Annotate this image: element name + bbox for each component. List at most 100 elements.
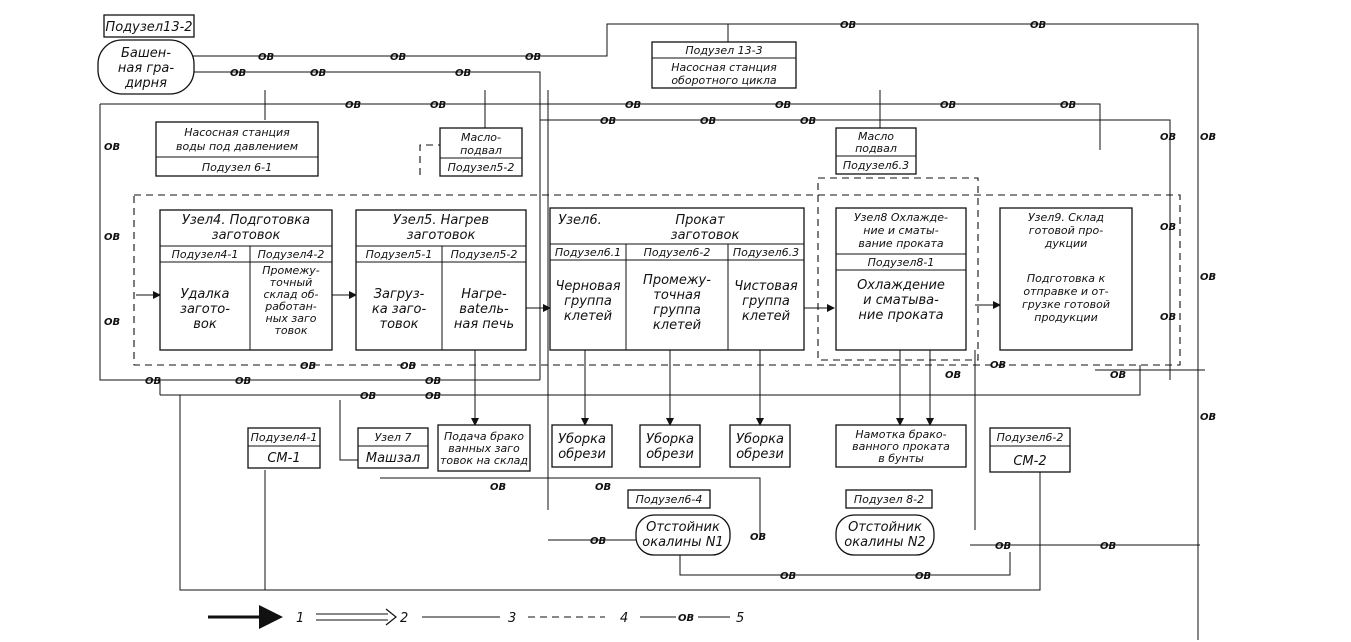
ov-label: ОВ (1100, 541, 1116, 552)
settler1-line-1: Отстойник (646, 520, 720, 535)
ov-labels: ОВ ОВ ОВ ОВ ОВ ОВ ОВ ОВ ОВ ОВ ОВ ОВ ОВ О… (104, 20, 1216, 582)
p8-1-body-3: ние проката (858, 308, 943, 323)
scrap1-box (551, 424, 613, 468)
ov-label: ОВ (1200, 132, 1216, 143)
uzel9-title-1: Узел9. Склад (1028, 211, 1104, 224)
settler1-line-2: окалины N1 (642, 535, 723, 550)
ov-label: ОВ (345, 100, 361, 111)
ov-label: ОВ (360, 391, 376, 402)
pump-pressure-line-1: Насосная станция (184, 126, 290, 139)
ov-line-bottom1 (160, 365, 1141, 396)
uzel9-body-3: грузке готовой (1022, 298, 1110, 311)
dashed-uzel8 (817, 177, 979, 361)
p6-2-label: Подузел6-2 (644, 246, 711, 259)
p5-2-body-2: вatель- (459, 302, 509, 317)
oil2-podusel: Подузел6.3 (843, 159, 909, 172)
podusel6-1-label: Подузел 6-1 (202, 161, 272, 174)
p8-1-label: Подузел8-1 (868, 256, 935, 269)
p4-1-body-3: вок (193, 317, 217, 332)
ov-label: ОВ (525, 52, 541, 63)
pump-circ-box (651, 41, 797, 89)
p4-1-body-2: загото- (180, 302, 230, 317)
ov-label: ОВ (300, 361, 316, 372)
sm2-label: СМ-2 (1013, 454, 1046, 469)
ov-line-mid-top (100, 103, 1101, 150)
winding-line-2: ванного проката (852, 440, 950, 453)
legend-item-2: 2 (400, 611, 408, 626)
uzel6-title-2: Прокат (675, 213, 725, 228)
oil1-line-2: подвал (460, 144, 502, 157)
uzel8-title-3: вание проката (858, 237, 944, 250)
legend-item-3: 3 (508, 611, 516, 626)
uzel8-box (835, 207, 967, 351)
winding-line-3: в бунты (878, 452, 924, 465)
uzel9-box (999, 207, 1133, 351)
p6-1-body-2: группа (564, 294, 612, 309)
ov-label: ОВ (600, 116, 616, 127)
ov-label: ОВ (1200, 412, 1216, 423)
p6-3-body-1: Чистовая (734, 279, 798, 294)
scrap1-line-1: Уборка (558, 432, 606, 447)
uzel4-title-1: Узел4. Подготовка (182, 213, 310, 228)
tower-line-3: дирня (124, 76, 167, 91)
ov-label: ОВ (1030, 20, 1046, 31)
uzel6-title-3: заготовок (671, 228, 740, 243)
podusel13-2-label: Подузел13-2 (105, 20, 192, 35)
ov-label: ОВ (945, 370, 961, 381)
reject-feed-2: ванных заго (448, 442, 520, 455)
reject-feed-3: товок на склад (440, 454, 528, 467)
ov-label: ОВ (425, 391, 441, 402)
ov-line-machine (380, 477, 761, 540)
legend-ov-label: ОВ (678, 613, 694, 624)
uzel4-box (159, 209, 333, 351)
ov-label: ОВ (595, 482, 611, 493)
tower-line-2: ная гра- (118, 61, 174, 76)
legend-item-5: 5 (736, 611, 744, 626)
uzel9-body-4: продукции (1034, 311, 1097, 324)
podusel13-2-box (103, 14, 195, 38)
ov-label: ОВ (780, 571, 796, 582)
scrap3-line-2: обрези (736, 447, 784, 462)
oil2-box (835, 127, 917, 175)
tower-node (97, 39, 195, 95)
ov-label: ОВ (995, 541, 1011, 552)
ov-label: ОВ (1110, 370, 1126, 381)
p4-1-label: Подузел4-1 (172, 248, 239, 261)
ov-label: ОВ (1160, 312, 1176, 323)
ov-label: ОВ (104, 317, 120, 328)
ov-label: ОВ (1200, 272, 1216, 283)
ov-label: ОВ (1160, 132, 1176, 143)
ov-label: ОВ (1160, 222, 1176, 233)
settler2-line-1: Отстойник (848, 520, 922, 535)
legend-item-1: 1 (296, 611, 304, 626)
ov-label: ОВ (800, 116, 816, 127)
uzel9-title-2: готовой про- (1029, 224, 1103, 237)
uzel7-box (357, 427, 429, 469)
uzel5-box (355, 209, 527, 351)
ov-label: ОВ (590, 536, 606, 547)
reject-feed-box (437, 424, 531, 472)
ov-line-uzel7 (339, 400, 358, 461)
settler2-node (835, 514, 935, 556)
sm1-box (247, 427, 321, 469)
ov-label: ОВ (915, 571, 931, 582)
settler1-node (635, 514, 731, 556)
p5-1-body-3: товок (380, 317, 419, 332)
p6-4-label: Подузел6-4 (636, 493, 703, 506)
ov-label: ОВ (990, 360, 1006, 371)
ov-label: ОВ (425, 376, 441, 387)
oil2-line-2: подвал (855, 142, 897, 155)
p5-1-body-2: ка заго- (372, 302, 427, 317)
ov-line-settler-link (679, 552, 1011, 576)
legend-arrowhead-2 (385, 608, 397, 626)
p8-1-body-2: и сматыва- (863, 293, 939, 308)
sm2-podusel: Подузел6-2 (997, 431, 1064, 444)
ov-label: ОВ (490, 482, 506, 493)
uzel4-title-2: заготовок (212, 228, 281, 243)
p5-2-label: Подузел5-2 (451, 248, 518, 261)
ov-label: ОВ (145, 376, 161, 387)
uzel8-title-1: Узел8 Охлажде- (854, 211, 948, 224)
p8-1-body-1: Охлаждение (857, 278, 945, 293)
